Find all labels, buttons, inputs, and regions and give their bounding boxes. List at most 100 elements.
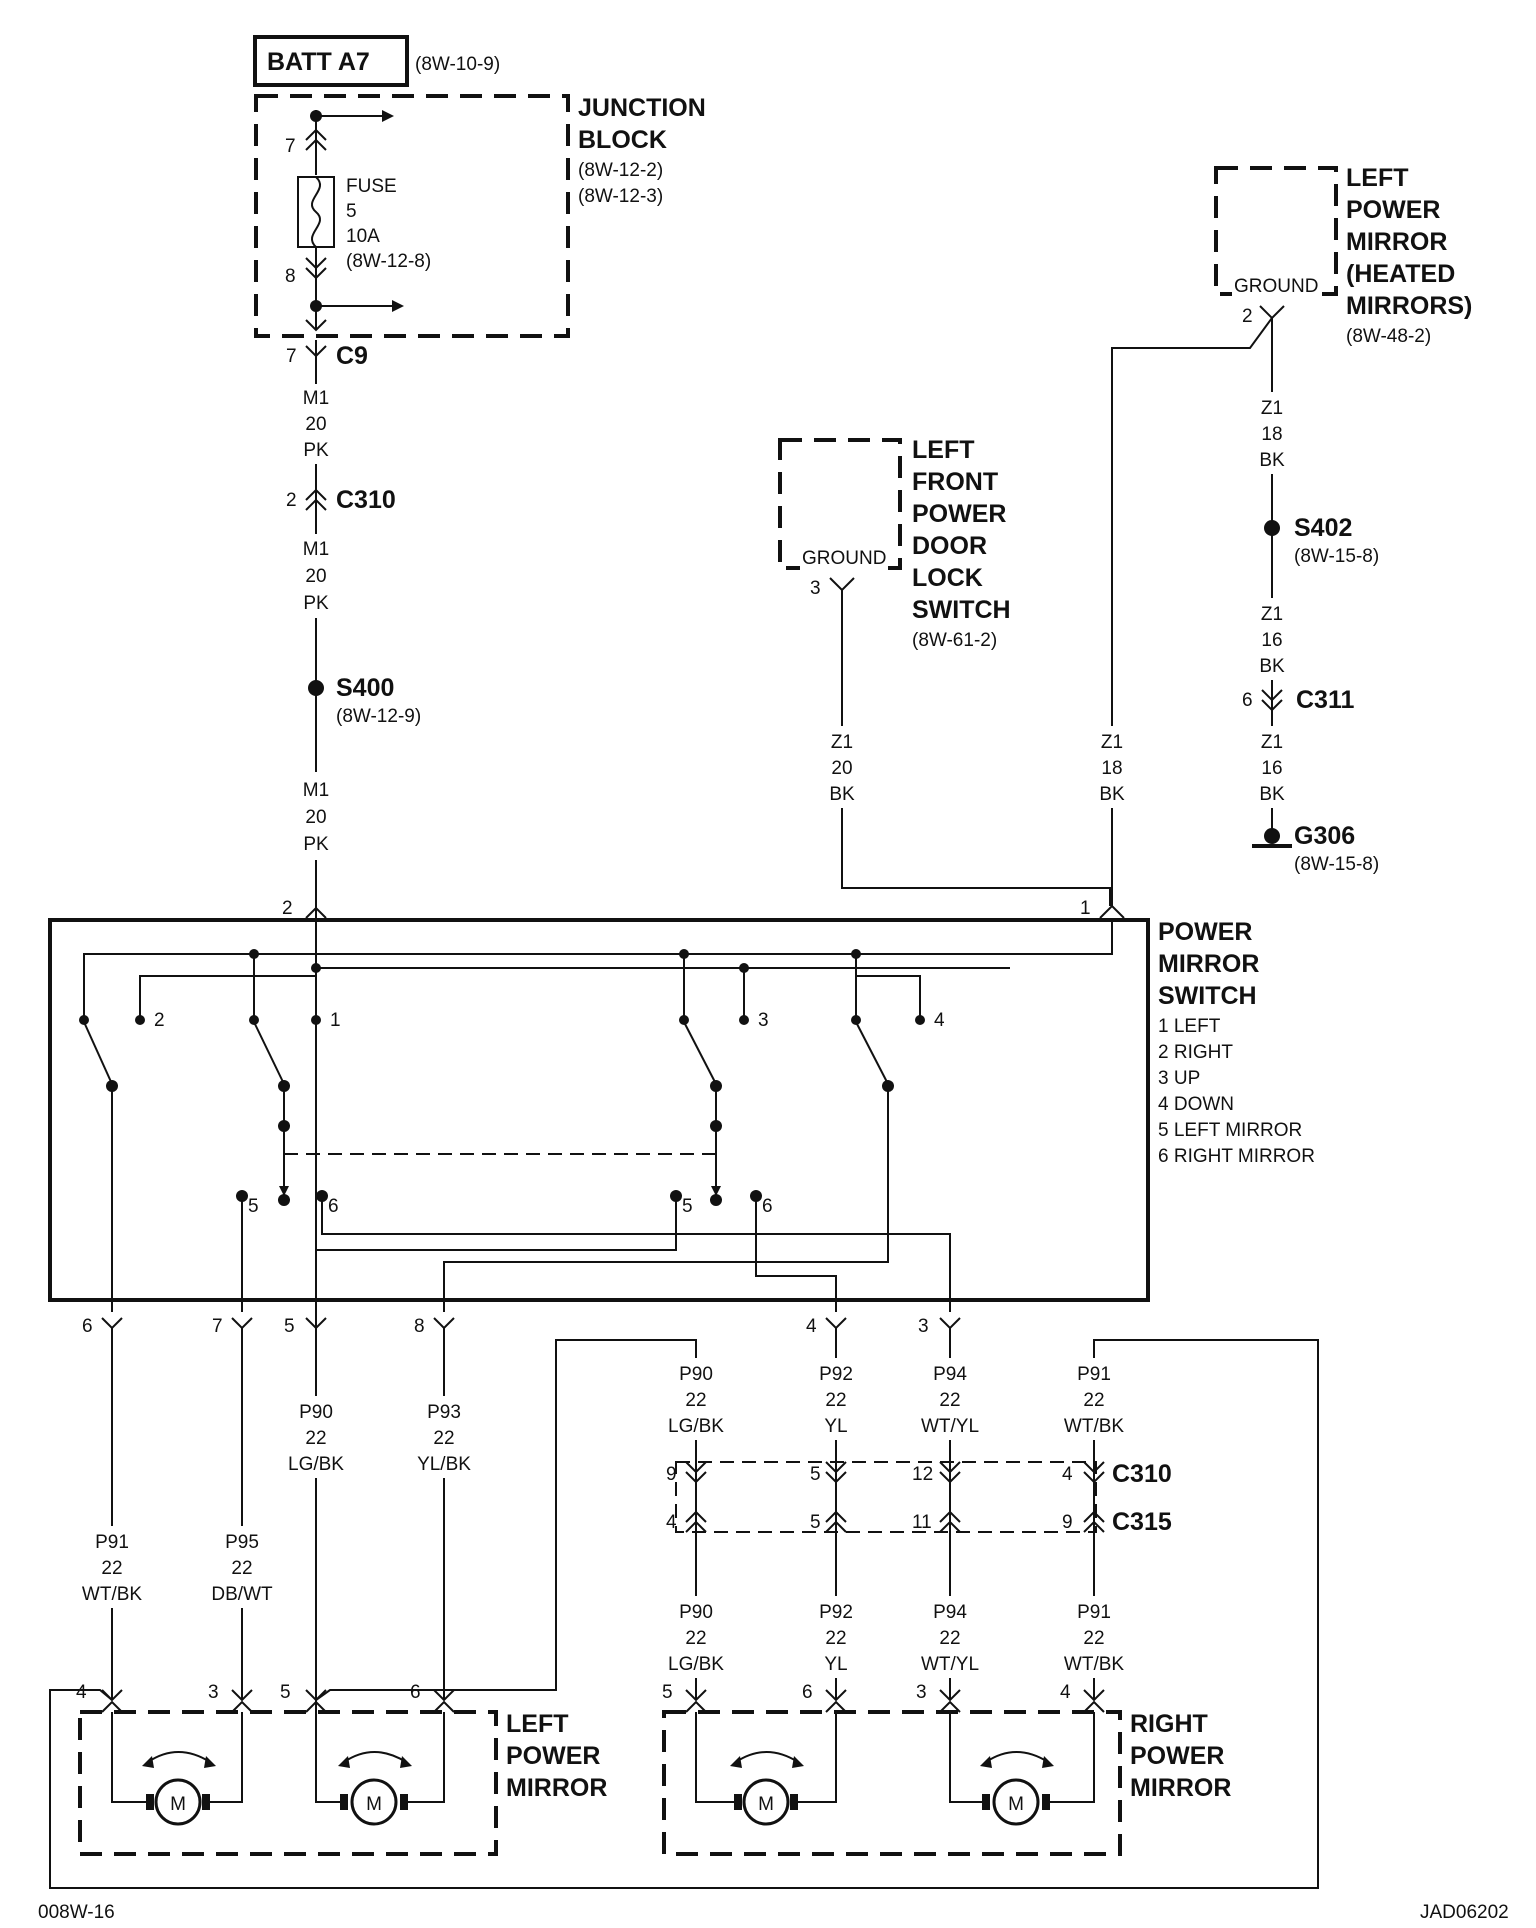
svg-text:Z1: Z1 xyxy=(831,732,853,753)
svg-text:M1: M1 xyxy=(303,539,329,560)
output-pin-5: 5 xyxy=(284,1316,295,1337)
output-pin-3: 3 xyxy=(918,1316,929,1337)
right-mirror-pin-5: 5 xyxy=(662,1682,673,1703)
heated-mirror-connector xyxy=(1259,305,1285,320)
svg-text:P91: P91 xyxy=(1077,1364,1111,1385)
output-connector-3 xyxy=(939,1317,961,1330)
batt-box xyxy=(253,35,409,87)
junction-block-line1: JUNCTION xyxy=(578,94,706,122)
left-mirror-pin-5: 5 xyxy=(280,1682,291,1703)
right-mirror-pin-6: 6 xyxy=(802,1682,813,1703)
fuse-line-3: 10A xyxy=(346,226,380,247)
svg-text:WT/BK: WT/BK xyxy=(1064,1416,1124,1437)
c9-label: C9 xyxy=(336,342,368,370)
pin-7: 7 xyxy=(285,136,296,157)
pivot-arrows-icon xyxy=(735,1751,799,1763)
c315-pin-p92: 5 xyxy=(810,1512,821,1533)
selector-6-left: 6 xyxy=(328,1196,339,1217)
c310-right-label: C310 xyxy=(1112,1460,1172,1488)
c311-label: C311 xyxy=(1296,686,1354,714)
output-pin-8: 8 xyxy=(414,1316,425,1337)
right-mirror-title-1: RIGHT xyxy=(1130,1710,1208,1738)
motor-icon xyxy=(992,1778,1040,1826)
s400-label: S400 xyxy=(336,674,394,702)
svg-text:22: 22 xyxy=(939,1628,960,1649)
svg-text:22: 22 xyxy=(939,1390,960,1411)
right-power-mirror-box xyxy=(662,1710,1122,1856)
svg-text:P95: P95 xyxy=(225,1532,259,1553)
svg-text:Z1: Z1 xyxy=(1261,732,1283,753)
wire-label-p92-right-lower: P92 22 YL xyxy=(816,1596,856,1678)
svg-text:WT/BK: WT/BK xyxy=(82,1584,142,1605)
arrow-right-icon-2 xyxy=(392,300,404,312)
junction-block-line2: BLOCK xyxy=(578,126,667,154)
svg-text:PK: PK xyxy=(303,593,329,614)
svg-text:YL: YL xyxy=(824,1654,847,1675)
power-mirror-switch-box xyxy=(48,918,1150,1302)
wire-label-p90-left: P90 22 LG/BK xyxy=(288,1396,344,1478)
junction-block-box xyxy=(254,94,570,338)
legend-4: 4 DOWN xyxy=(1158,1094,1234,1115)
connector-c315-right-icons xyxy=(685,1510,1105,1533)
door-lock-line-5: LOCK xyxy=(912,564,983,592)
svg-text:BK: BK xyxy=(1259,450,1285,471)
connector-8-icon xyxy=(305,257,327,280)
switch-blade-2 xyxy=(253,1021,285,1085)
switch-pin-2: 2 xyxy=(282,898,293,919)
selector-6-right: 6 xyxy=(762,1196,773,1217)
fuse-icon xyxy=(310,176,322,248)
svg-text:20: 20 xyxy=(831,758,852,779)
heated-mirror-line-4: (HEATED xyxy=(1346,260,1455,288)
wire-p91-loop xyxy=(49,1339,1319,1889)
output-pin-6: 6 xyxy=(82,1316,93,1337)
svg-text:LG/BK: LG/BK xyxy=(668,1654,724,1675)
wire-label-p90-right-lower: P90 22 LG/BK xyxy=(668,1596,724,1678)
svg-text:M1: M1 xyxy=(303,780,329,801)
svg-text:22: 22 xyxy=(825,1390,846,1411)
svg-text:P90: P90 xyxy=(679,1364,713,1385)
svg-text:22: 22 xyxy=(305,1428,326,1449)
svg-text:20: 20 xyxy=(305,566,326,587)
connector-7-icon xyxy=(305,128,327,151)
door-lock-line-1: LEFT xyxy=(912,436,975,464)
c315-right-label: C315 xyxy=(1112,1508,1172,1536)
wire-label-p92-right-upper: P92 22 YL xyxy=(816,1358,856,1440)
c9-pin: 7 xyxy=(286,346,297,367)
pin-8: 8 xyxy=(285,266,296,287)
wire-label-z1-hm-c: Z1 16 BK xyxy=(1252,726,1292,808)
left-mirror-title-2: POWER xyxy=(506,1742,600,1770)
svg-text:P92: P92 xyxy=(819,1364,853,1385)
door-lock-ground: GROUND xyxy=(802,548,886,569)
contact-1: 1 xyxy=(330,1010,341,1031)
heated-mirror-line-1: LEFT xyxy=(1346,164,1409,192)
svg-text:16: 16 xyxy=(1261,758,1282,779)
heated-mirror-line-3: MIRROR xyxy=(1346,228,1447,256)
c310-pin-p94: 12 xyxy=(912,1464,933,1485)
fuse-line-2: 5 xyxy=(346,201,357,222)
c315-pin-p94: 11 xyxy=(912,1512,932,1533)
footer-right-code: JAD06202 xyxy=(1420,1902,1509,1923)
splice-s402 xyxy=(1264,520,1280,536)
switch-blade-4 xyxy=(855,1021,889,1085)
svg-text:22: 22 xyxy=(685,1628,706,1649)
svg-text:PK: PK xyxy=(303,834,329,855)
c311-pin: 6 xyxy=(1242,690,1253,711)
splice-s400 xyxy=(308,680,324,696)
svg-text:Z1: Z1 xyxy=(1261,398,1283,419)
svg-text:22: 22 xyxy=(825,1628,846,1649)
heated-mirror-line-2: POWER xyxy=(1346,196,1440,224)
svg-text:BK: BK xyxy=(829,784,855,805)
svg-text:22: 22 xyxy=(1083,1628,1104,1649)
wire-z1-to-switch xyxy=(1111,317,1273,906)
svg-text:20: 20 xyxy=(305,414,326,435)
svg-text:YL/BK: YL/BK xyxy=(417,1454,471,1475)
svg-text:18: 18 xyxy=(1261,424,1282,445)
fuse-line-4: (8W-12-8) xyxy=(346,251,431,272)
left-mirror-pin-3: 3 xyxy=(208,1682,219,1703)
svg-text:P91: P91 xyxy=(95,1532,129,1553)
right-mirror-title-2: POWER xyxy=(1130,1742,1224,1770)
arrow-right-icon xyxy=(382,110,394,122)
heated-mirror-pin: 2 xyxy=(1242,306,1253,327)
motor-icon xyxy=(154,1778,202,1826)
output-connector-7 xyxy=(231,1317,253,1330)
